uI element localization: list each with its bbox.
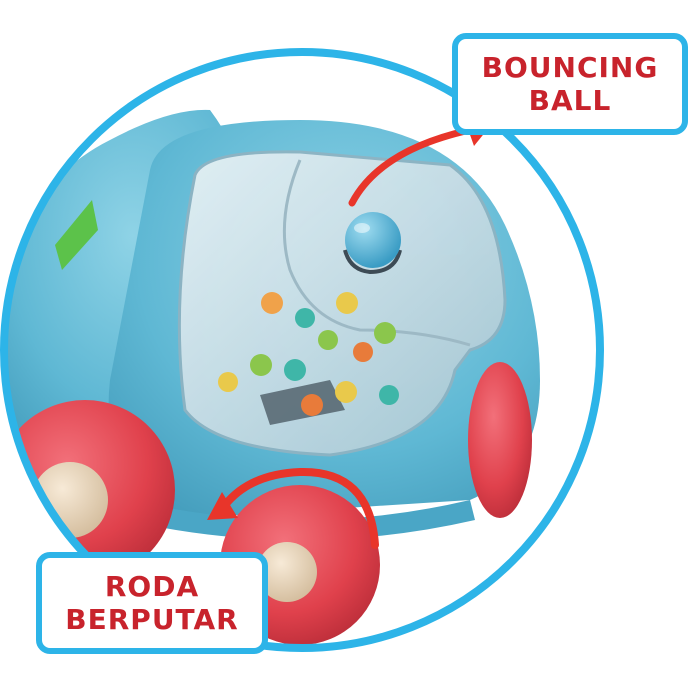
bouncing-ball-label-line2: BALL bbox=[528, 84, 612, 117]
curved-arrow-rotate-icon bbox=[207, 467, 379, 549]
circular-frame-icon bbox=[0, 48, 604, 652]
spinning-wheel-label: RODA BERPUTAR bbox=[36, 552, 268, 654]
bouncing-ball bbox=[343, 212, 402, 275]
bouncing-ball-label: BOUNCING BALL bbox=[452, 33, 688, 135]
window-divider bbox=[282, 159, 471, 347]
rattle-balls bbox=[218, 292, 399, 416]
spinning-wheel-label-line1: RODA bbox=[104, 570, 200, 603]
front-right-wheel bbox=[468, 362, 532, 518]
spinning-wheel-label-line2: BERPUTAR bbox=[65, 603, 239, 636]
green-accent bbox=[55, 200, 98, 270]
bouncing-ball-label-line1: BOUNCING bbox=[481, 51, 659, 84]
